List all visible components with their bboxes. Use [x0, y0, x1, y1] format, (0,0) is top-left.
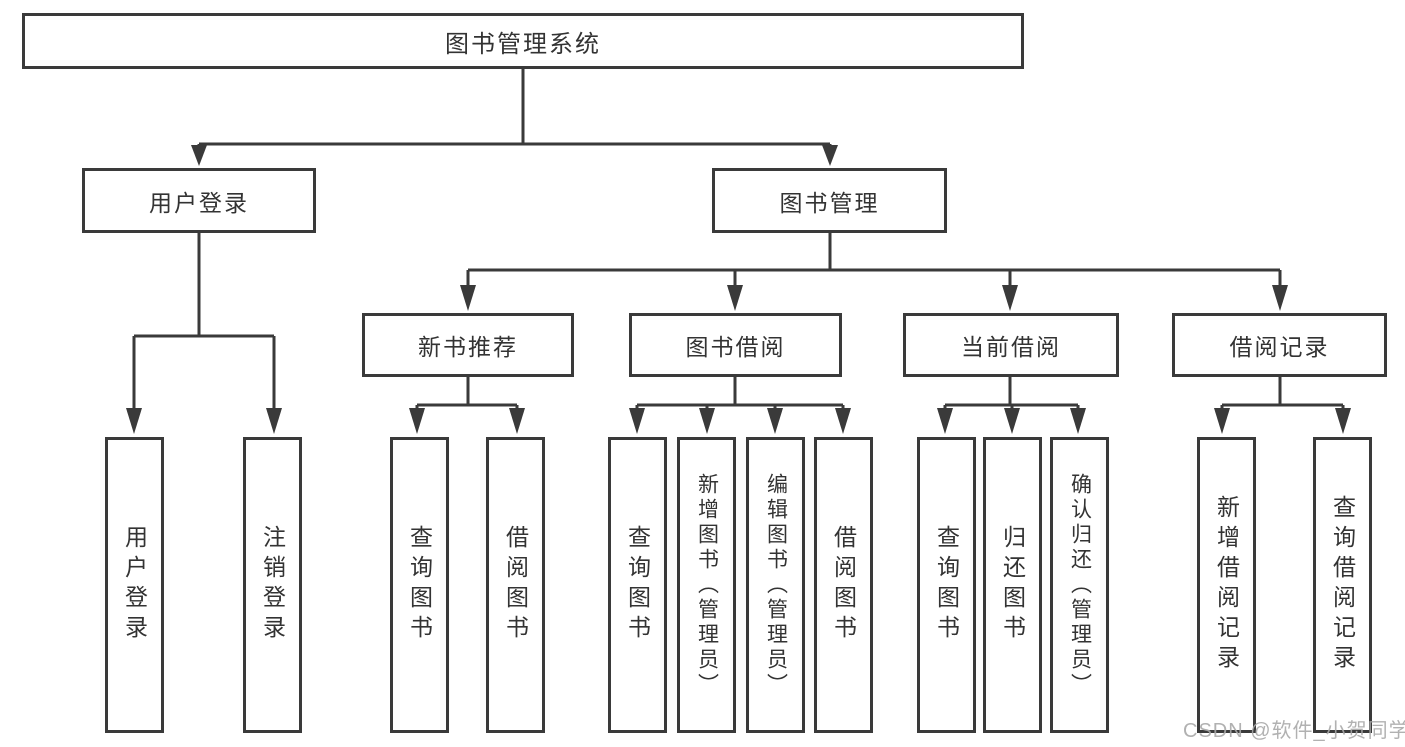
node-label: 当前借阅: [961, 334, 1061, 360]
leaf-logout: 注销登录: [243, 437, 302, 733]
leaf-label: 借阅图书: [830, 525, 857, 645]
leaf-return-books: 归还图书: [983, 437, 1042, 733]
leaf-label: 新增图书（管理员）: [695, 472, 719, 698]
leaf-label: 查询图书: [406, 525, 433, 645]
leaf-confirm-return-admin: 确认归还（管理员）: [1050, 437, 1109, 733]
leaf-label: 查询借阅记录: [1329, 495, 1356, 675]
leaf-borrow-books-borrowing: 借阅图书: [814, 437, 873, 733]
leaf-query-books-borrowing: 查询图书: [608, 437, 667, 733]
node-current-borrowing: 当前借阅: [903, 313, 1119, 377]
node-label: 图书借阅: [685, 334, 786, 360]
node-user-login: 用户登录: [82, 168, 316, 233]
leaf-label: 确认归还（管理员）: [1068, 472, 1092, 698]
leaf-label: 归还图书: [999, 525, 1026, 645]
node-label: 借阅记录: [1229, 334, 1330, 360]
leaf-query-books-current: 查询图书: [917, 437, 976, 733]
leaf-edit-books-admin: 编辑图书（管理员）: [746, 437, 805, 733]
leaf-label: 查询图书: [624, 525, 651, 645]
leaf-query-borrow-record: 查询借阅记录: [1313, 437, 1372, 733]
node-label: 图书管理: [779, 189, 880, 216]
leaf-add-books-admin: 新增图书（管理员）: [677, 437, 736, 733]
leaf-label: 注销登录: [259, 525, 286, 645]
leaf-label: 借阅图书: [502, 525, 529, 645]
watermark: CSDN @软件_小贺同学: [1183, 720, 1405, 742]
leaf-label: 用户登录: [121, 525, 148, 645]
node-borrowing-records: 借阅记录: [1172, 313, 1387, 377]
connector-paths: [132, 68, 1345, 412]
leaf-add-borrow-record: 新增借阅记录: [1197, 437, 1256, 733]
node-book-borrowing: 图书借阅: [629, 313, 842, 377]
leaf-user-login: 用户登录: [105, 437, 164, 733]
leaf-label: 查询图书: [933, 525, 960, 645]
leaf-borrow-books-recommend: 借阅图书: [486, 437, 545, 733]
arrowheads: [126, 145, 1351, 434]
node-label: 用户登录: [149, 189, 249, 216]
leaf-query-books-recommend: 查询图书: [390, 437, 449, 733]
node-label: 图书管理系统: [445, 30, 601, 58]
node-label: 新书推荐: [418, 334, 518, 360]
node-new-book-recommend: 新书推荐: [362, 313, 574, 377]
node-book-management: 图书管理: [712, 168, 947, 233]
leaf-label: 新增借阅记录: [1213, 495, 1240, 675]
leaf-label: 编辑图书（管理员）: [764, 472, 788, 698]
node-library-management-system: 图书管理系统: [22, 13, 1024, 69]
